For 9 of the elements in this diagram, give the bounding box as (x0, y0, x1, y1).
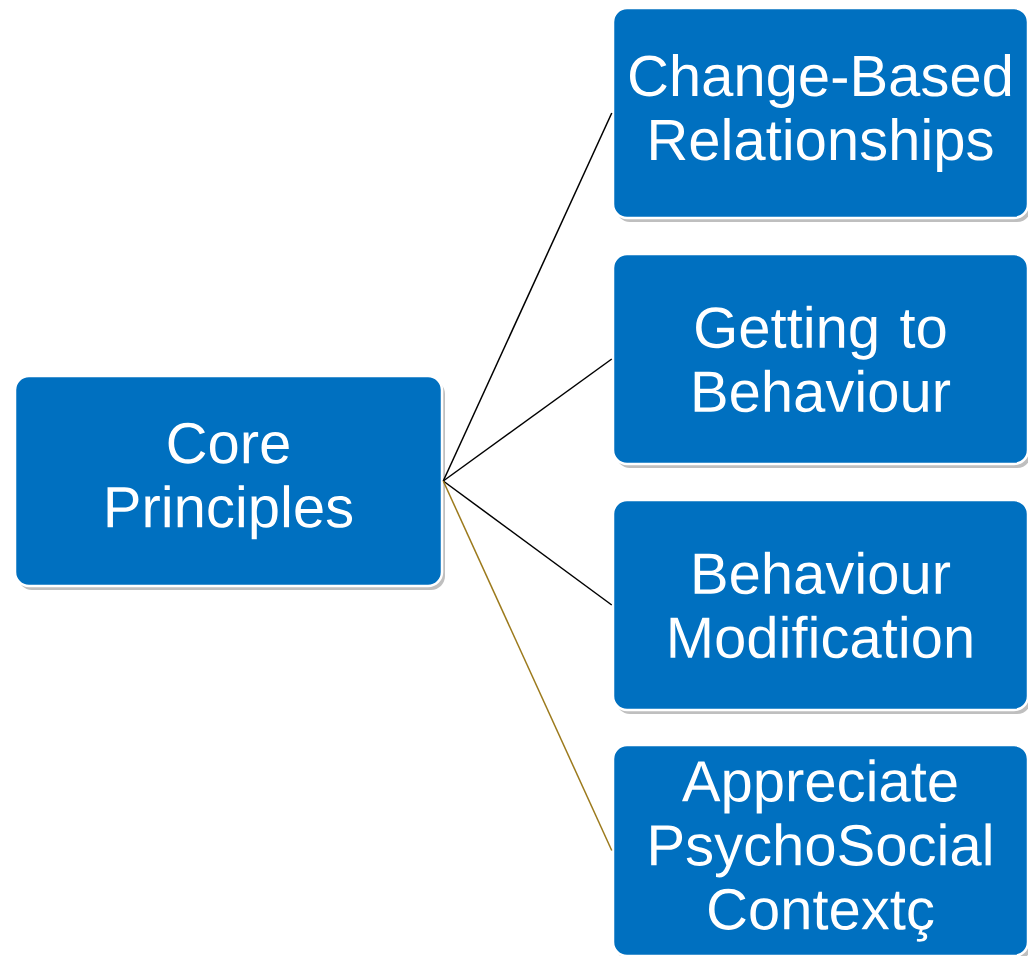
connector-line (442, 112, 613, 482)
process-box: Change-Based Relationships (611, 6, 1028, 222)
process-box: Behaviour Modification (611, 498, 1028, 714)
connector-line (442, 358, 613, 482)
process-box: Appreciate PsychoSocial Contextç (611, 743, 1028, 956)
process-box: Core Principles (13, 374, 445, 590)
connector-line (442, 480, 613, 606)
process-box: Getting to Behaviour (611, 252, 1028, 468)
connector-line (442, 480, 613, 852)
